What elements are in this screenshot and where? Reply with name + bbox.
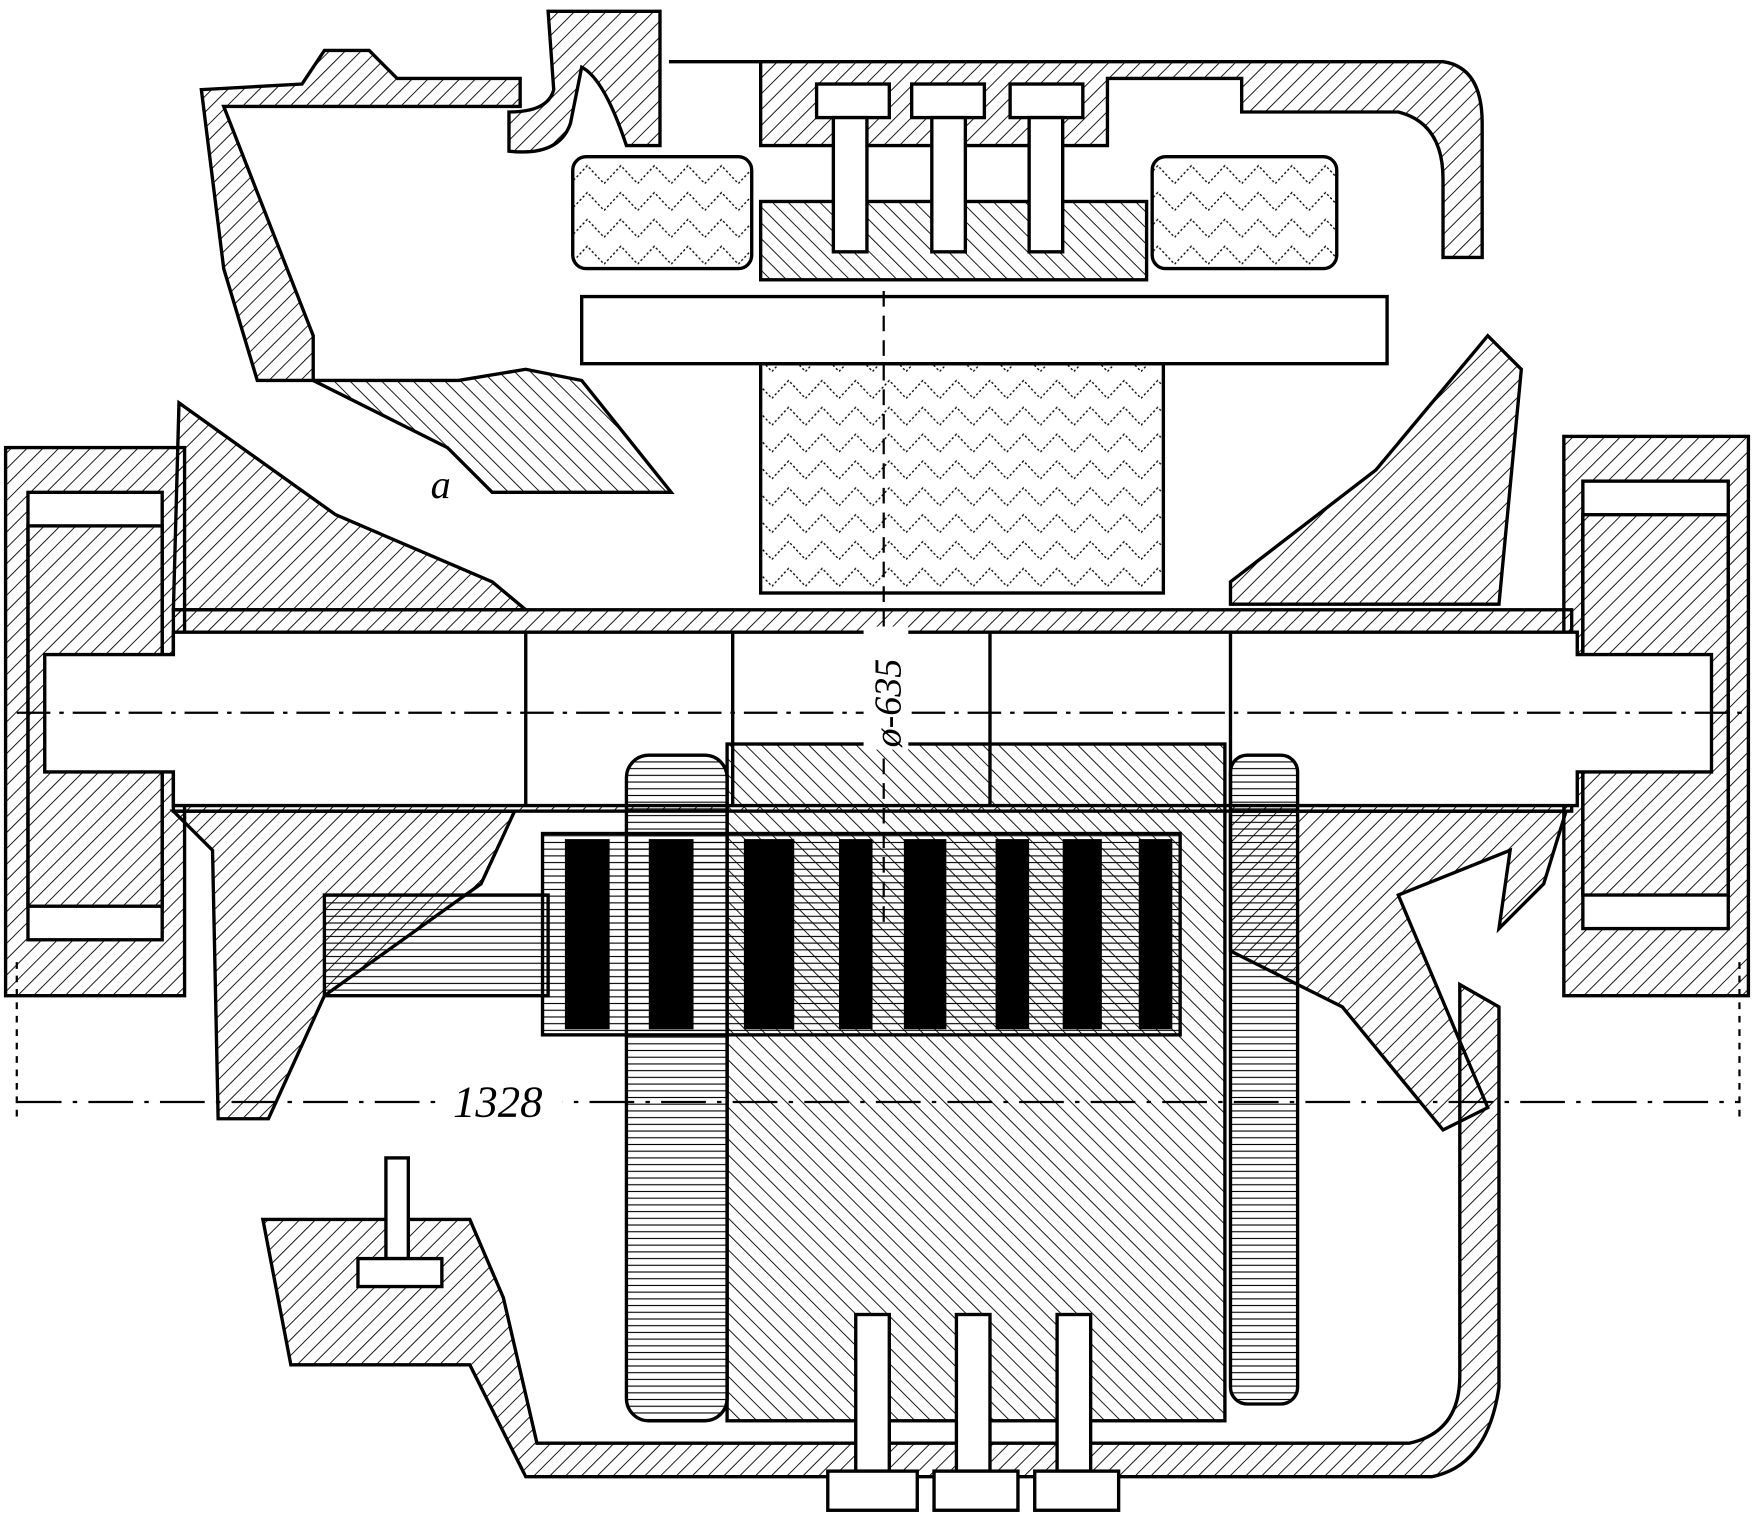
brush-holder bbox=[312, 367, 675, 495]
armature-band bbox=[580, 294, 1389, 366]
left-end-shield-bottom bbox=[169, 809, 518, 1121]
top-left-lug bbox=[507, 9, 662, 154]
bottom-coil-right bbox=[1228, 753, 1300, 1406]
bottom-frame bbox=[260, 981, 1501, 1479]
part-a-label: a bbox=[431, 462, 451, 507]
diameter-dimension-label: ø-635 bbox=[867, 659, 909, 749]
length-dimension-label: 1328 bbox=[453, 1077, 542, 1127]
bottom-pole bbox=[725, 742, 1227, 1423]
bottom-coil-left bbox=[624, 753, 729, 1423]
bottom-bolts bbox=[826, 1312, 1121, 1512]
adjusting-screw bbox=[356, 1156, 444, 1289]
top-bolts bbox=[814, 82, 1085, 254]
commutator-top bbox=[758, 362, 1166, 595]
right-end-shield-bottom bbox=[1228, 809, 1569, 1133]
left-cover bbox=[199, 48, 522, 383]
top-coil-right bbox=[1150, 155, 1339, 271]
top-coil-left bbox=[571, 155, 754, 271]
right-end-shield-top bbox=[1228, 333, 1524, 606]
